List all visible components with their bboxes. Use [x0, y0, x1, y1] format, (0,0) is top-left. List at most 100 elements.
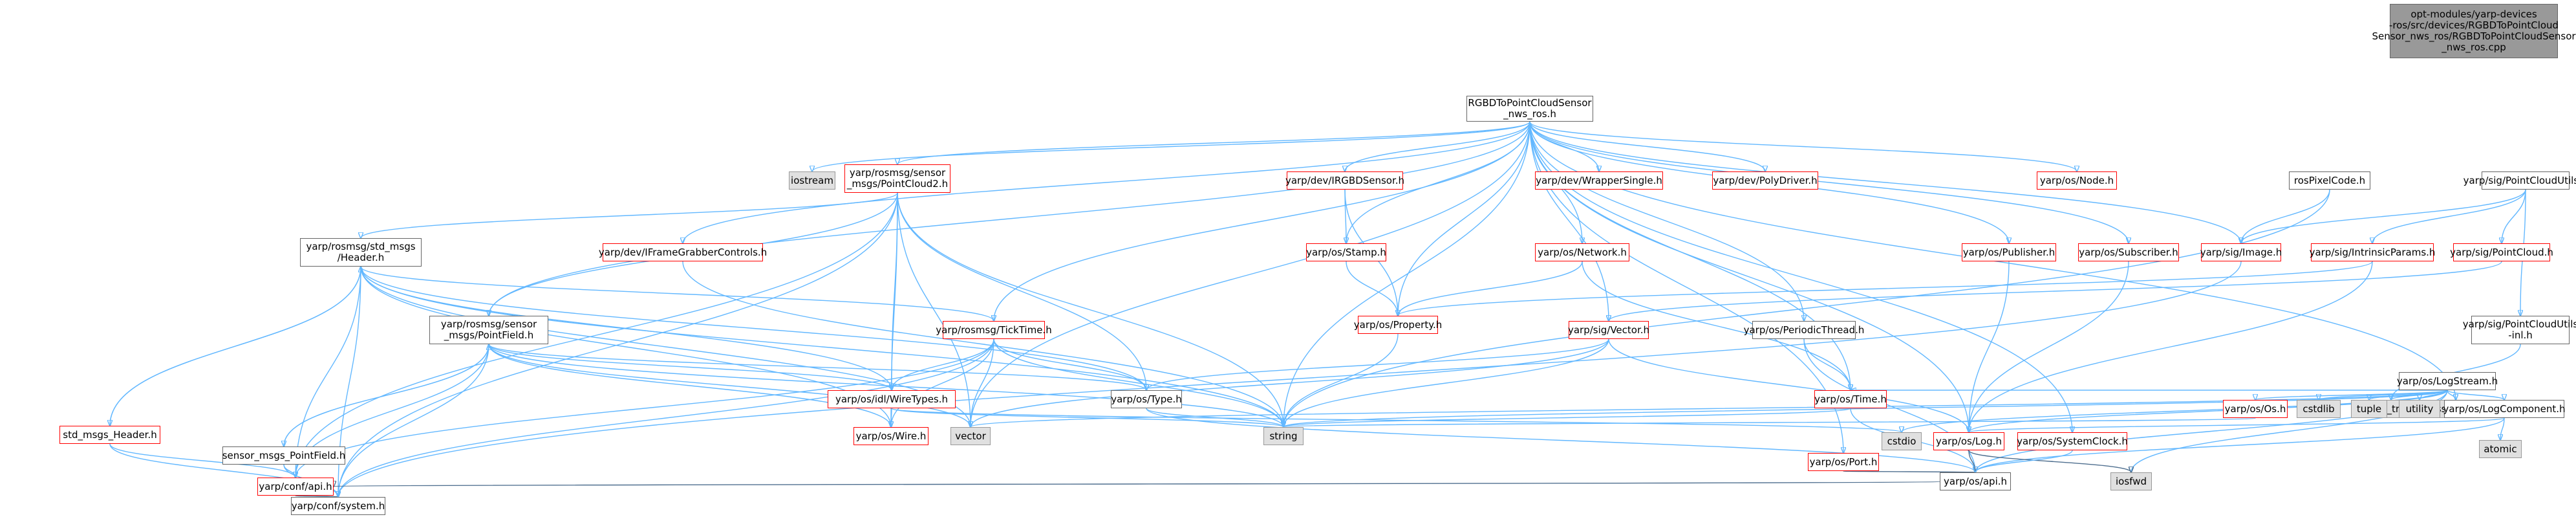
- edge-idl-wiretypes-to-string: [891, 408, 1283, 427]
- node-pointcloudutils[interactable]: yarp/sig/PointCloudUtils.h: [2463, 171, 2576, 190]
- node-idl-wiretypes[interactable]: yarp/os/idl/WireTypes.h: [828, 390, 956, 408]
- node-vector: vector: [950, 427, 991, 445]
- node-iframegrabbercontrols[interactable]: yarp/dev/IFrameGrabberControls.h: [599, 243, 767, 261]
- node-sig-image[interactable]: yarp/sig/Image.h: [2200, 243, 2282, 261]
- node-os-log[interactable]: yarp/os/Log.h: [1933, 432, 2004, 450]
- node-conf-api[interactable]: yarp/conf/api.h: [257, 478, 334, 496]
- node-stamp[interactable]: yarp/os/Stamp.h: [1306, 243, 1386, 261]
- node-wrappersingle[interactable]: yarp/dev/WrapperSingle.h: [1535, 171, 1663, 190]
- edge-sensor-msgs-pointfield-compat-to-pointfield: [283, 344, 489, 447]
- edge-systemclock-to-os-api: [1975, 450, 2073, 472]
- edge-os-time-to-string: [1283, 408, 1851, 427]
- edge-idl-wiretypes-to-cstdio: [891, 408, 1902, 432]
- node-network[interactable]: yarp/os/Network.h: [1535, 243, 1629, 261]
- node-root-source-file[interactable]: opt-modules/yarp-devices -ros/src/device…: [2372, 4, 2576, 58]
- edge-pointfield-to-os-wire: [488, 344, 891, 427]
- edge-ticktime-to-string: [993, 338, 1283, 427]
- edge-main-header-to-sig-image: [1529, 121, 2241, 243]
- node-os-api[interactable]: yarp/os/api.h: [1940, 472, 2011, 490]
- node-sensor-msgs-pointfield-compat[interactable]: sensor_msgs_PointField.h: [222, 446, 345, 465]
- node-pointcloudutils-inl[interactable]: yarp/sig/PointCloudUtils -inl.h: [2463, 316, 2576, 344]
- node-iosfwd: iosfwd: [2110, 472, 2152, 490]
- edge-pointcloud2-to-conf-api: [295, 192, 898, 478]
- node-pointcloud2[interactable]: yarp/rosmsg/sensor _msgs/PointCloud2.h: [844, 164, 950, 193]
- edge-logcomponent-to-atomic: [2500, 417, 2505, 440]
- edge-pointcloud2-to-os-type: [897, 192, 1146, 390]
- edge-std-msgs-header-to-ticktime: [360, 266, 994, 321]
- node-logstream[interactable]: yarp/os/LogStream.h: [2397, 372, 2498, 390]
- edge-os-port-to-os-api: [1843, 471, 1975, 472]
- edge-pointcloud2-to-vector: [897, 192, 971, 427]
- edge-publisher-to-os-log: [1969, 261, 2010, 432]
- node-publisher[interactable]: yarp/os/Publisher.h: [1962, 243, 2056, 261]
- node-irgbdsensor[interactable]: yarp/dev/IRGBDSensor.h: [1285, 171, 1404, 190]
- edge-pointcloud2-to-idl-wiretypes: [892, 192, 898, 390]
- node-periodicthread[interactable]: yarp/os/PeriodicThread.h: [1744, 321, 1864, 339]
- edge-std-msgs-header-to-string: [360, 266, 1283, 427]
- edge-property-to-string: [1283, 333, 1399, 427]
- node-utility: utility: [2399, 400, 2440, 418]
- edge-main-header-to-iframegrabbercontrols: [683, 121, 1530, 243]
- edge-pointfield-to-string: [488, 344, 1283, 427]
- edge-sig-vector-to-os-log: [1608, 338, 1969, 432]
- edge-sig-image-to-conf-system: [338, 261, 2242, 497]
- node-ticktime[interactable]: yarp/rosmsg/TickTime.h: [936, 321, 1052, 339]
- node-os-port[interactable]: yarp/os/Port.h: [1808, 453, 1879, 471]
- edge-ticktime-to-os-wire: [891, 338, 994, 427]
- edge-stamp-to-property: [1346, 261, 1398, 316]
- node-std-msgs-header[interactable]: yarp/rosmsg/std_msgs /Header.h: [300, 238, 422, 267]
- edge-os-os-to-string: [1283, 417, 2256, 427]
- node-polydriver[interactable]: yarp/dev/PolyDriver.h: [1712, 171, 1818, 190]
- node-main-header[interactable]: RGBDToPointCloudSensor _nws_ros.h: [1466, 96, 1593, 122]
- node-sig-pointcloud[interactable]: yarp/sig/PointCloud.h: [2450, 243, 2553, 261]
- node-rospixelcode[interactable]: rosPixelCode.h: [2289, 171, 2370, 190]
- edge-std-msgs-header-to-conf-api: [295, 266, 361, 478]
- edge-sig-vector-to-os-type: [1146, 338, 1609, 390]
- edge-std-msgs-header-to-os-wire: [360, 266, 891, 427]
- node-os-wire[interactable]: yarp/os/Wire.h: [853, 427, 928, 445]
- edge-std-msgs-header-compat-to-conf-api: [109, 443, 295, 478]
- edge-subscriber-to-os-log: [1969, 261, 2129, 432]
- edge-main-header-to-polydriver: [1529, 121, 1765, 171]
- edge-rospixelcode-to-sig-image: [2241, 189, 2330, 243]
- edge-main-header-to-subscriber: [1529, 121, 2129, 243]
- node-conf-system[interactable]: yarp/conf/system.h: [291, 497, 385, 515]
- node-os-type[interactable]: yarp/os/Type.h: [1111, 390, 1182, 408]
- edge-network-to-os-time: [1582, 261, 1851, 390]
- node-pointfield[interactable]: yarp/rosmsg/sensor _msgs/PointField.h: [429, 316, 548, 344]
- node-subscriber[interactable]: yarp/os/Subscriber.h: [2078, 243, 2179, 261]
- edge-logcomponent-to-os-log: [1969, 417, 2505, 432]
- edge-main-header-to-iostream: [812, 121, 1530, 171]
- edge-network-to-property: [1398, 261, 1583, 316]
- edge-logstream-to-type-traits: [2391, 390, 2448, 400]
- edge-pointfield-to-conf-system: [338, 344, 489, 497]
- edge-ticktime-to-conf-system: [338, 338, 994, 497]
- node-tuple: tuple: [2351, 400, 2387, 418]
- edge-os-log-to-iosfwd: [1968, 450, 2131, 472]
- node-cstdlib: cstdlib: [2297, 400, 2341, 418]
- node-property[interactable]: yarp/os/Property.h: [1354, 316, 1442, 334]
- edge-main-header-to-pointfield: [489, 121, 1530, 316]
- node-intrinsicparams[interactable]: yarp/sig/IntrinsicParams.h: [2310, 243, 2435, 261]
- edge-main-header-to-os-log: [1529, 121, 1969, 432]
- edge-intrinsicparams-to-os-log: [1969, 261, 2373, 432]
- node-os-os[interactable]: yarp/os/Os.h: [2223, 400, 2288, 418]
- edge-pointcloudutils-to-sig-pointcloud: [2502, 189, 2526, 243]
- node-os-node[interactable]: yarp/os/Node.h: [2037, 171, 2117, 190]
- edge-main-header-to-property: [1398, 121, 1530, 316]
- node-std-msgs-header-compat[interactable]: std_msgs_Header.h: [59, 426, 160, 444]
- node-os-time[interactable]: yarp/os/Time.h: [1814, 390, 1887, 408]
- edge-pointfield-to-vector: [488, 344, 971, 427]
- node-systemclock[interactable]: yarp/os/SystemClock.h: [2017, 432, 2128, 450]
- edge-logcomponent-to-os-api: [1975, 417, 2505, 472]
- node-logcomponent[interactable]: yarp/os/LogComponent.h: [2443, 400, 2566, 418]
- edge-logstream-to-vector: [971, 390, 2448, 427]
- node-sig-vector[interactable]: yarp/sig/Vector.h: [1568, 321, 1649, 339]
- edge-pointcloudutils-to-sig-image: [2241, 189, 2526, 243]
- edge-main-header-to-systemclock: [1529, 121, 2072, 432]
- edge-main-header-to-periodicthread: [1529, 121, 1804, 321]
- edge-periodicthread-to-os-time: [1803, 338, 1851, 390]
- edge-sig-vector-to-string: [1283, 338, 1609, 427]
- edge-std-msgs-header-to-os-type: [360, 266, 1146, 390]
